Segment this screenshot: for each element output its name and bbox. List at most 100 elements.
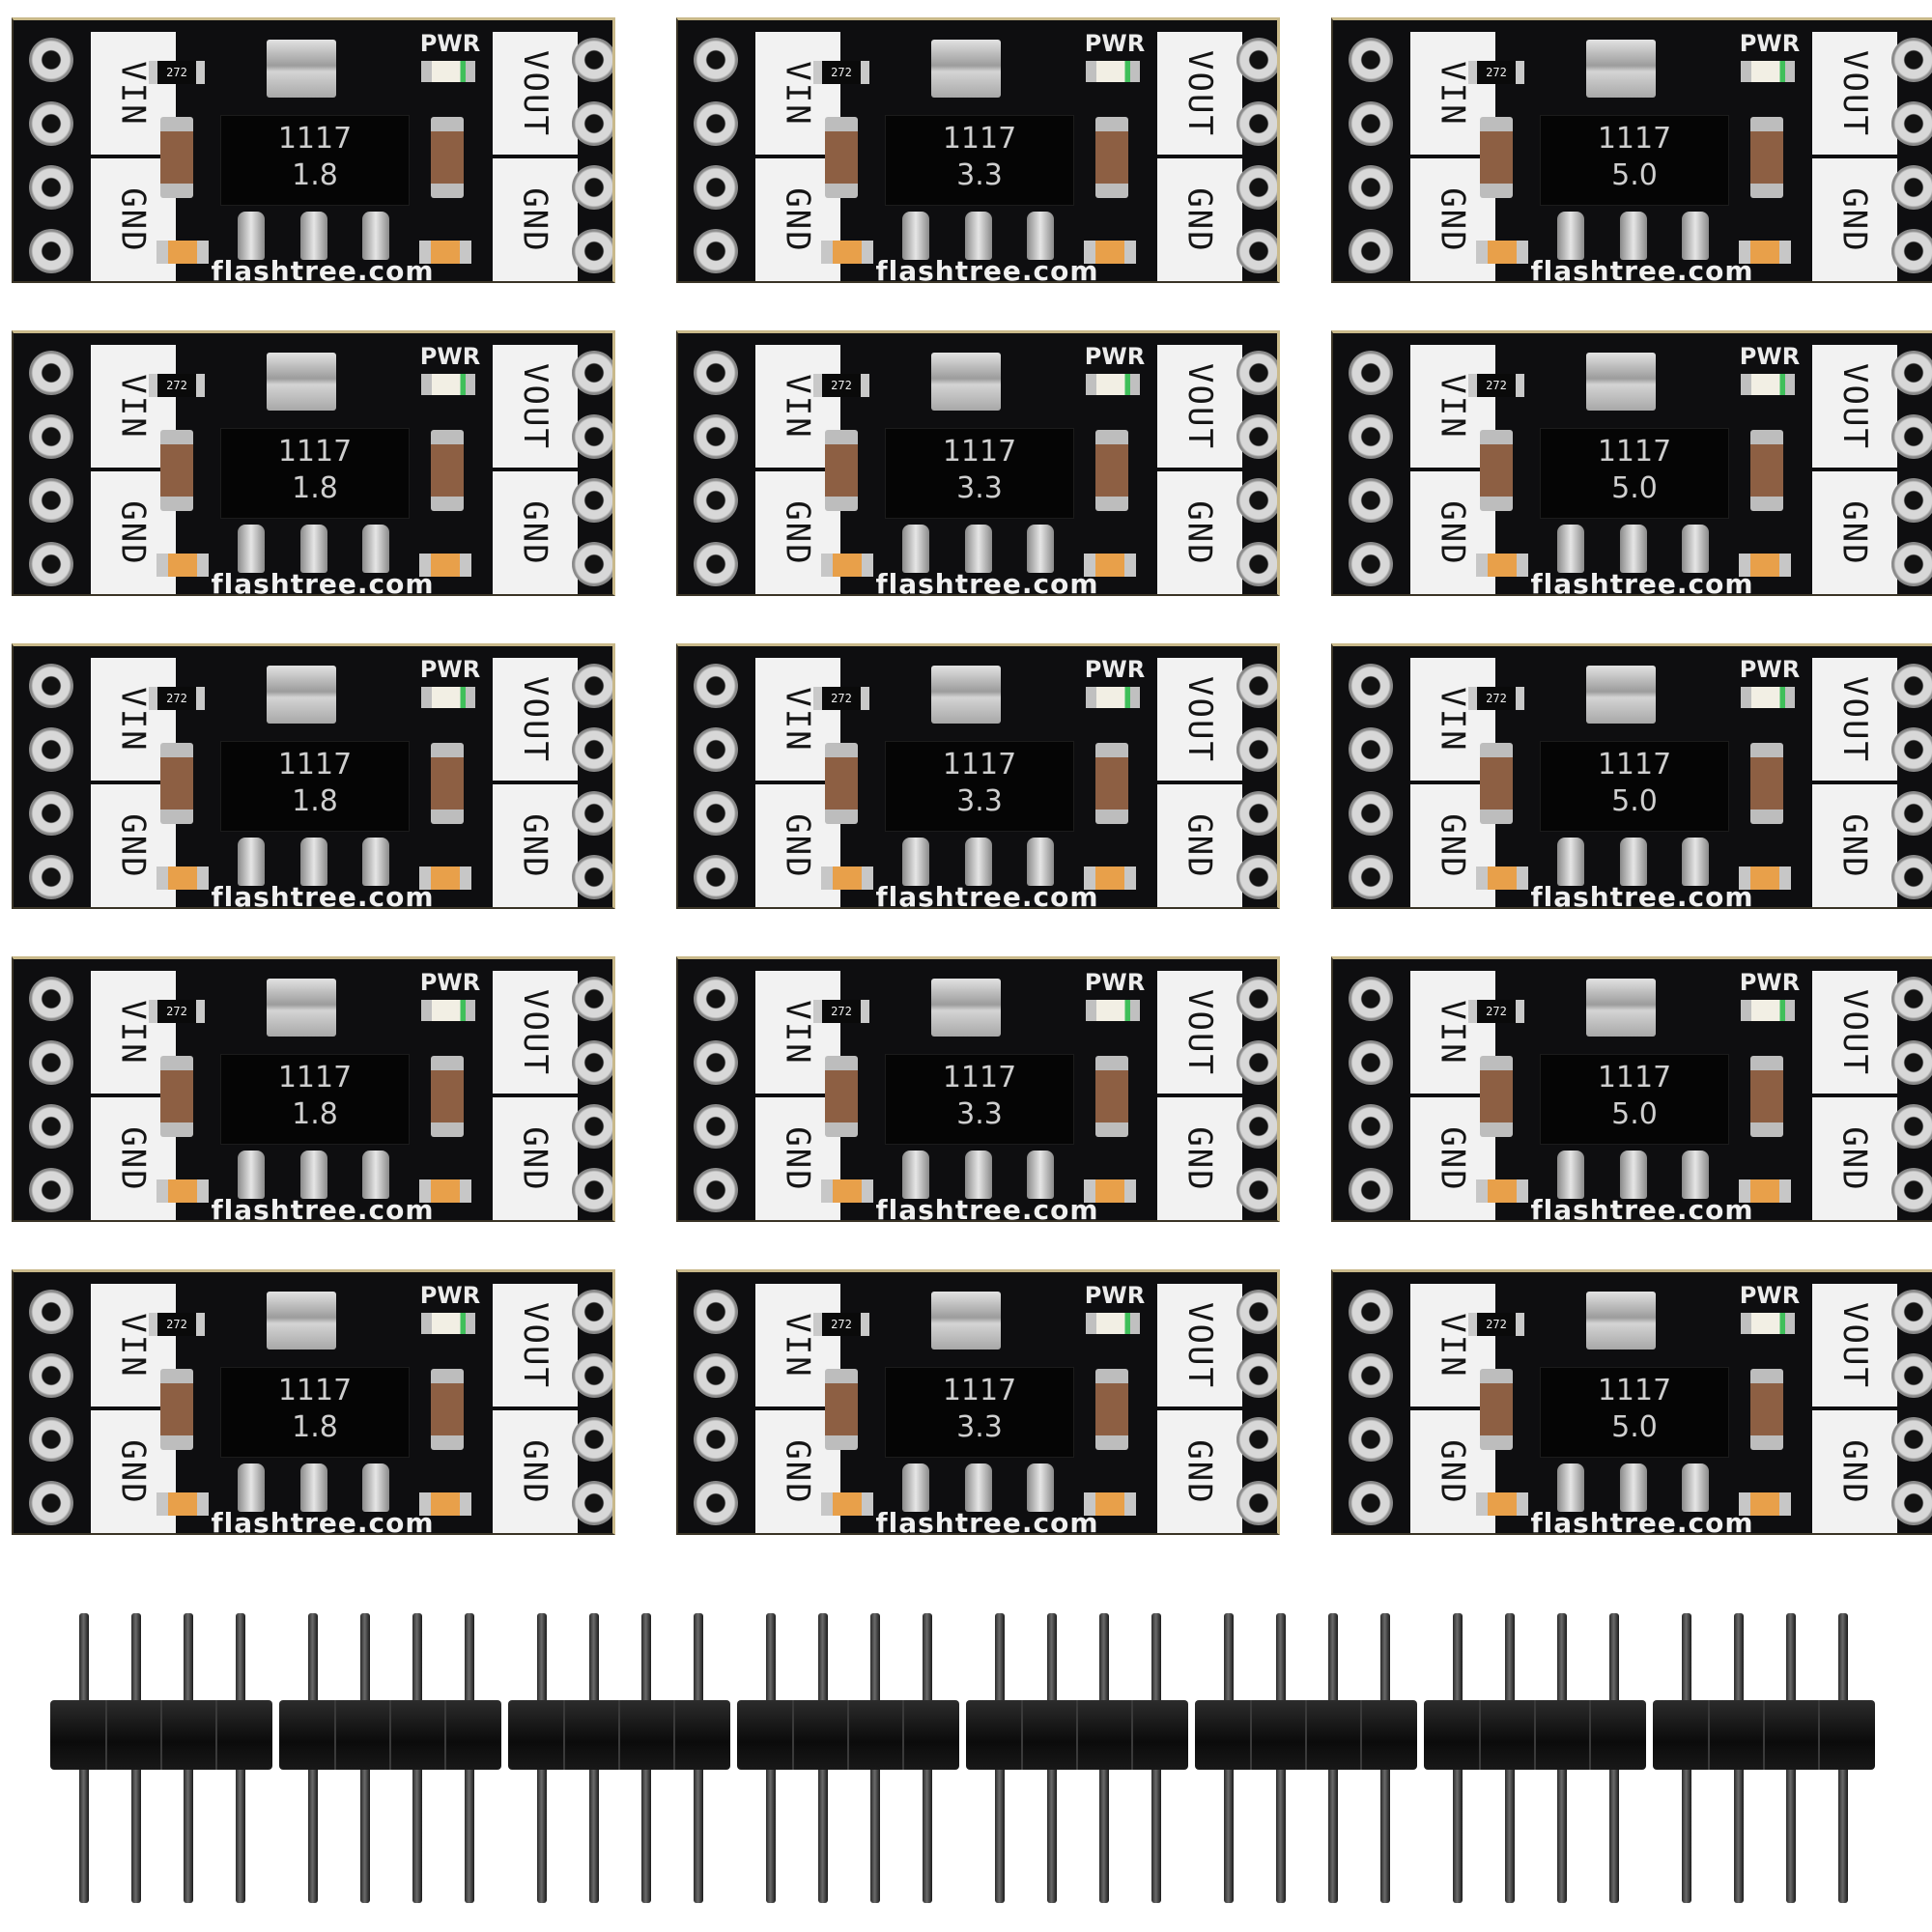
chip-voltage-label: 3.3 (956, 471, 1003, 505)
solder-pad (1349, 229, 1393, 273)
resistor-code-label: 272 (166, 1005, 187, 1018)
vout-label: VOUT (1835, 49, 1875, 137)
gnd-label-right: GND (515, 812, 554, 879)
pin-header-strip (966, 1594, 1188, 1913)
capacitor (825, 1056, 858, 1137)
solder-pad (1236, 101, 1277, 146)
capacitor (1750, 743, 1783, 824)
solder-pad (1236, 414, 1277, 459)
solder-pad (29, 101, 73, 146)
vout-label: VOUT (1180, 49, 1220, 137)
regulator-lead (1027, 212, 1054, 260)
solder-pad (1891, 229, 1932, 273)
smd-component (419, 241, 471, 264)
solder-pad (29, 1290, 73, 1334)
solder-pad (694, 727, 738, 772)
solder-pad (572, 1168, 612, 1212)
chip-voltage-label: 3.3 (956, 784, 1003, 818)
pin-header-strip (1424, 1594, 1646, 1913)
solder-pad (694, 1481, 738, 1525)
silkscreen-block (1812, 158, 1897, 281)
vout-label: VOUT (1180, 362, 1220, 450)
solder-pad (572, 1040, 612, 1085)
solder-pad (572, 855, 612, 899)
solder-pad (29, 478, 73, 523)
regulator-lead (1027, 1151, 1054, 1199)
solder-pad (572, 165, 612, 210)
regulator-chip (1540, 428, 1729, 519)
brand-label: flashtree.com (875, 1194, 1099, 1222)
header-housing (1424, 1700, 1646, 1770)
solder-pad (29, 791, 73, 836)
chip-voltage-label: 1.8 (292, 1097, 338, 1131)
capacitor (431, 117, 464, 198)
gnd-label-right: GND (1834, 812, 1874, 879)
chip-voltage-label: 3.3 (956, 1097, 1003, 1131)
regulator-lead (1682, 525, 1709, 573)
smd-component (1084, 554, 1136, 577)
gnd-label-right: GND (1834, 1125, 1874, 1192)
silkscreen-block (493, 784, 578, 907)
regulator-tab (267, 979, 336, 1037)
silkscreen-block (1157, 784, 1242, 907)
regulator-tab (267, 40, 336, 98)
regulator-lead (238, 212, 265, 260)
regulator-lead (300, 1463, 327, 1512)
capacitor (160, 743, 193, 824)
power-led (1741, 687, 1795, 708)
silkscreen-block (1812, 971, 1897, 1094)
pin-header-strip (508, 1594, 730, 1913)
silkscreen-block (1812, 658, 1897, 781)
pwr-label: PWR (1084, 1282, 1146, 1309)
gnd-label-right: GND (515, 1438, 554, 1505)
solder-pad (694, 1040, 738, 1085)
pwr-label: PWR (1739, 656, 1801, 683)
capacitor (825, 743, 858, 824)
regulator-board-3-3: VIN GND VOUT GND 1117 3.3 272 PWR flasht… (676, 330, 1280, 596)
header-housing (508, 1700, 730, 1770)
solder-pad (694, 165, 738, 210)
regulator-lead (902, 1151, 929, 1199)
chip-part-label: 1117 (1597, 435, 1672, 469)
regulator-board-1-8: VIN GND VOUT GND 1117 1.8 272 PWR flasht… (12, 956, 615, 1222)
smd-component (1739, 1179, 1791, 1203)
regulator-lead (362, 1463, 389, 1512)
power-led (1086, 1313, 1140, 1334)
solder-pad (1891, 727, 1932, 772)
capacitor (1750, 1369, 1783, 1450)
solder-pad (1349, 791, 1393, 836)
regulator-lead (965, 1463, 992, 1512)
solder-pad (1349, 1417, 1393, 1462)
vout-label: VOUT (1835, 362, 1875, 450)
regulator-board-3-3: VIN GND VOUT GND 1117 3.3 272 PWR flasht… (676, 643, 1280, 909)
regulator-chip (1540, 741, 1729, 832)
regulator-lead (1027, 838, 1054, 886)
regulator-board-3-3: VIN GND VOUT GND 1117 3.3 272 PWR flasht… (676, 1269, 1280, 1535)
header-housing (50, 1700, 272, 1770)
pwr-label: PWR (419, 656, 481, 683)
header-housing (1195, 1700, 1417, 1770)
regulator-chip (220, 115, 410, 206)
capacitor (1095, 1369, 1128, 1450)
solder-pad (1349, 351, 1393, 395)
pin-header-strip (50, 1594, 272, 1913)
solder-pad (29, 414, 73, 459)
capacitor (825, 117, 858, 198)
solder-pad (1891, 1481, 1932, 1525)
chip-voltage-label: 5.0 (1611, 1097, 1658, 1131)
solder-pad (694, 977, 738, 1021)
regulator-board-1-8: VIN GND VOUT GND 1117 1.8 272 PWR flasht… (12, 643, 615, 909)
resistor-code-label: 272 (166, 66, 187, 79)
brand-label: flashtree.com (211, 1507, 435, 1535)
solder-pad (694, 542, 738, 586)
solder-pad (1891, 351, 1932, 395)
silkscreen-block (1812, 32, 1897, 155)
regulator-lead (1620, 525, 1647, 573)
capacitor (160, 1369, 193, 1450)
header-housing (737, 1700, 959, 1770)
solder-pad (29, 351, 73, 395)
capacitor (1480, 1056, 1513, 1137)
capacitor (431, 430, 464, 511)
solder-pad (694, 664, 738, 708)
regulator-lead (965, 1151, 992, 1199)
